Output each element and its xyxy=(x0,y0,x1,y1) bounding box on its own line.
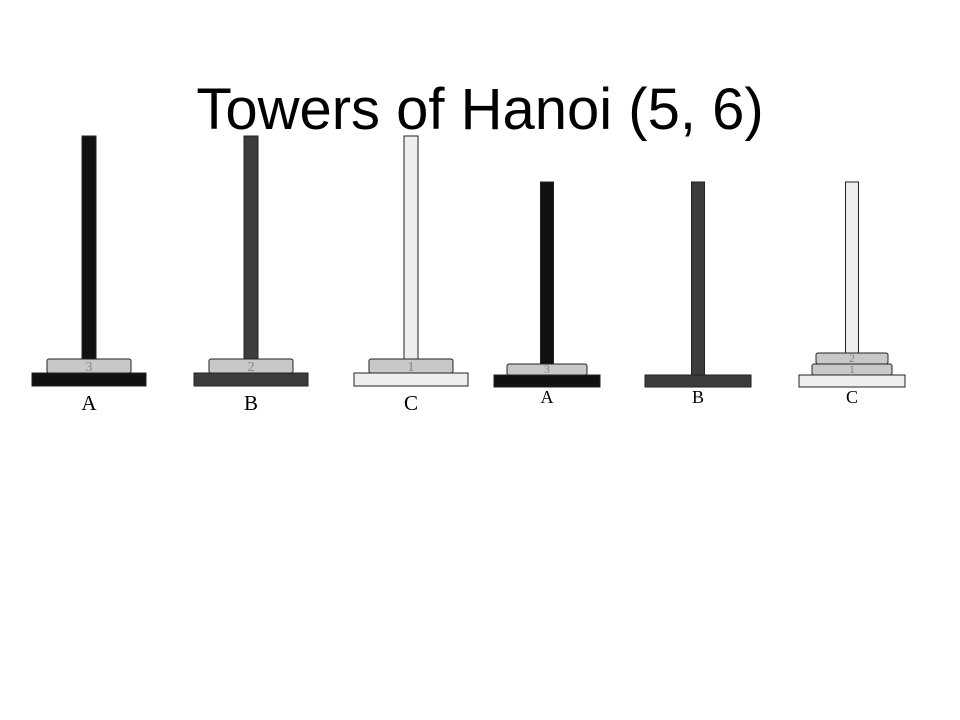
peg-pole xyxy=(691,181,705,376)
peg-a: 3A xyxy=(31,135,147,415)
slide-title: Towers of Hanoi (5, 6) xyxy=(196,77,764,142)
disk-label: 1 xyxy=(849,362,855,376)
disk-body xyxy=(815,352,889,365)
peg-label: C xyxy=(846,387,858,407)
peg-pole xyxy=(243,135,259,374)
peg-label: B xyxy=(692,387,704,407)
disk-3: 3 xyxy=(506,362,588,376)
peg-base xyxy=(644,374,752,388)
peg-pole xyxy=(81,135,97,374)
peg-c: 12C xyxy=(798,181,906,407)
disk-label: 2 xyxy=(248,360,255,375)
disk-2: 2 xyxy=(815,351,889,365)
peg-label: A xyxy=(541,387,554,407)
peg-c: 1C xyxy=(353,135,469,415)
disk-body xyxy=(506,363,588,376)
disk-body xyxy=(208,358,294,374)
disk-label: 3 xyxy=(544,362,550,376)
disk-body xyxy=(46,358,132,374)
peg-b: B xyxy=(644,181,752,407)
disk-label: 1 xyxy=(408,360,415,375)
peg-base xyxy=(493,374,601,388)
disk-label: 3 xyxy=(86,360,93,375)
peg-pole xyxy=(403,135,419,374)
disk-2: 2 xyxy=(208,358,294,375)
disk-3: 3 xyxy=(46,358,132,375)
disk-label: 2 xyxy=(849,351,855,365)
disk-body xyxy=(368,358,454,374)
peg-label: B xyxy=(244,391,258,415)
peg-pole xyxy=(540,181,554,376)
peg-label: C xyxy=(404,391,418,415)
disk-1: 1 xyxy=(368,358,454,375)
peg-pole xyxy=(845,181,859,376)
peg-label: A xyxy=(81,391,97,415)
peg-a: 3A xyxy=(493,181,601,407)
peg-b: 2B xyxy=(193,135,309,415)
peg-base xyxy=(798,374,906,388)
